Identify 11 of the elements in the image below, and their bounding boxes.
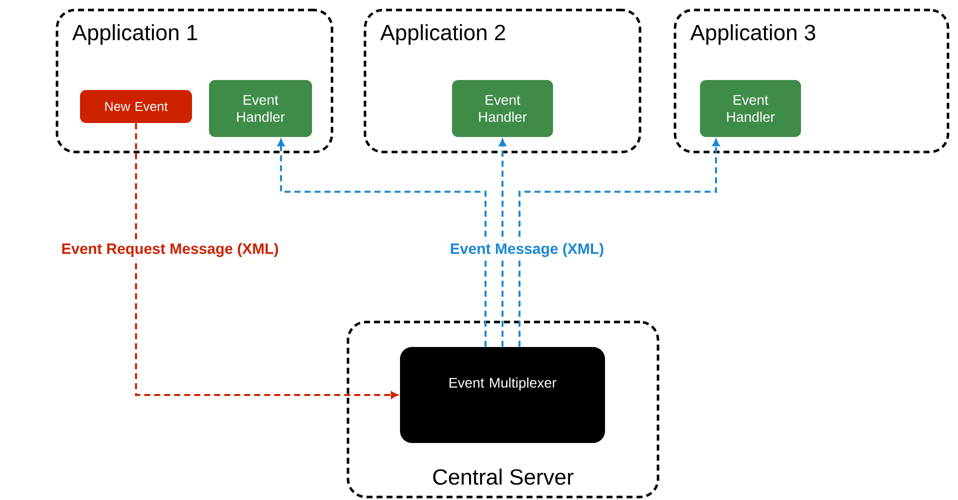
- arrow: [277, 139, 486, 347]
- arrow: [498, 139, 506, 347]
- arrow: [518, 139, 720, 347]
- event-box: New Event: [80, 90, 192, 123]
- handler-box: Event Handler: [700, 80, 801, 137]
- handler-box: Event Handler: [209, 80, 312, 137]
- edge-label: Event Message (XML): [448, 240, 606, 259]
- edge-label: Event Request Message (XML): [59, 240, 281, 259]
- handler-box: Event Handler: [452, 80, 553, 137]
- multiplexer-box: Event Multiplexer: [400, 346, 605, 443]
- arrow: [135, 123, 398, 399]
